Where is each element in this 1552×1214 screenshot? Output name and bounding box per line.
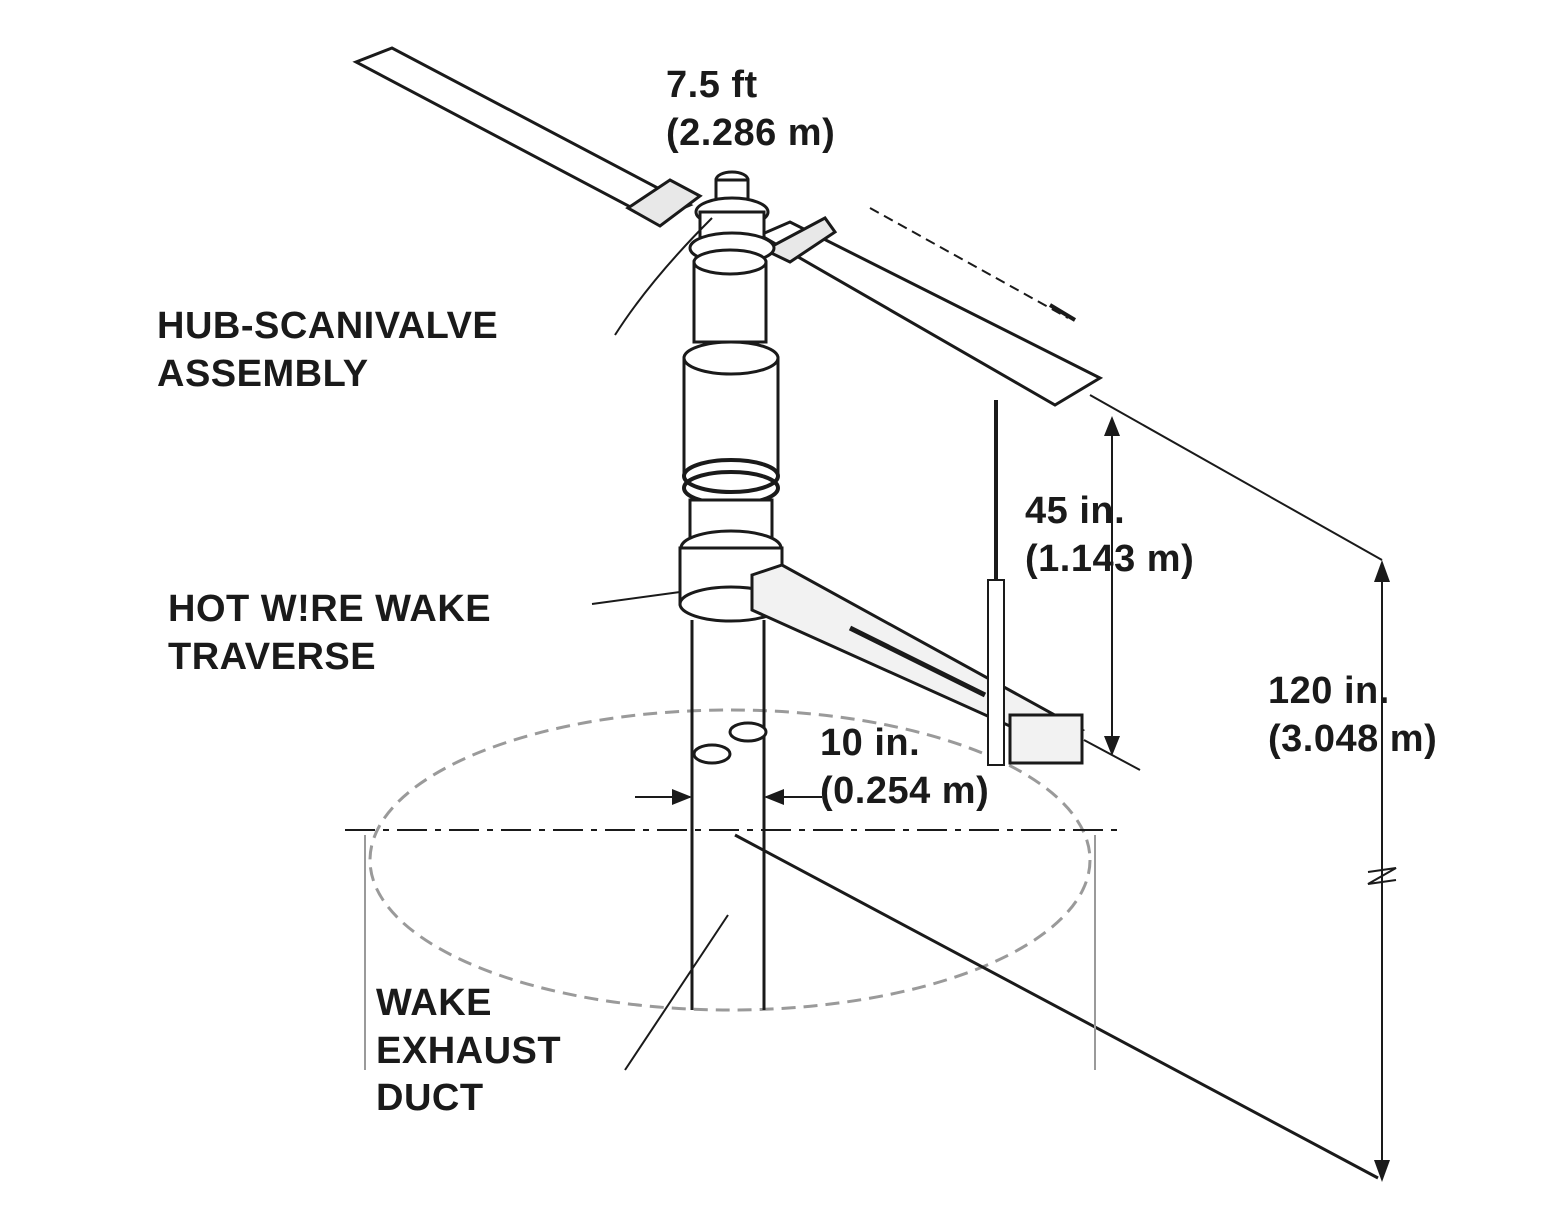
duct-diameter-imperial: 10 in. [820,722,921,764]
traverse-label-line2: TRAVERSE [168,635,377,678]
duct-label-line3: DUCT [376,1077,484,1119]
duct-diameter-label: 10 in. (0.254 m) [820,720,989,815]
hub-dim-arrow-top [1374,560,1390,582]
duct-label-line1: WAKE [376,982,492,1024]
hub-scanivalve-label: HUB-SCANIVALVE ASSEMBLY [157,303,498,398]
duct-dim-arrow-left [672,789,692,805]
rotor-diameter-imperial: 7.5 ft [666,64,758,106]
duct-hole-2 [692,743,732,765]
traverse-slot [848,625,987,698]
duct-hole-1 [728,721,768,743]
hub-height-label: 120 in. (3.048 m) [1268,668,1437,763]
column-ring-c [682,458,780,494]
hub-height-metric: (3.048 m) [1268,717,1438,760]
hot-wire-traverse-label: HOT W!RE WAKE TRAVERSE [168,586,491,681]
hub-label-line2: ASSEMBLY [157,352,369,395]
hub-dim-arrow-bottom [1374,1160,1390,1182]
duct-diameter-metric: (0.254 m) [820,769,990,812]
hub-dim-break [1367,867,1397,885]
probe-height-imperial: 45 in. [1025,490,1126,532]
blade-cuff-left [625,178,703,228]
rotor-blade-front [756,220,1104,407]
ground-ellipse [368,708,1092,1012]
traverse-label-line1: HOT W!RE WAKE [168,588,492,630]
hub-height-imperial: 120 in. [1268,670,1390,712]
duct-label-line2: EXHAUST [376,1029,562,1072]
probe-height-label: 45 in. (1.143 m) [1025,488,1194,583]
duct-leader-line [624,914,729,1071]
rotor-dimension-tick [1048,303,1077,322]
ground-diagonal [734,833,1379,1180]
duct-dim-arrow-right [764,789,784,805]
column-middle [682,356,780,478]
rotor-diameter-label: 7.5 ft (2.286 m) [666,62,835,157]
hub-leader-line [614,217,713,336]
traverse-leader-line [591,591,681,605]
probe-dim-arrow-top [1104,416,1120,436]
rotor-diameter-metric: (2.286 m) [666,111,836,154]
rotor-blade-back [352,46,694,222]
probe-holder [987,579,1005,766]
hub-label-line1: HUB-SCANIVALVE [157,305,499,347]
probe-dim-arrow-bottom [1104,736,1120,756]
probe-ext-bottom [1083,739,1141,771]
probe-height-metric: (1.143 m) [1025,537,1195,580]
rotor-dimension-line [869,207,1069,319]
probe-ext-top [1089,394,1383,561]
wake-exhaust-duct-label: WAKE EXHAUST DUCT [376,980,561,1123]
column-ring-a [692,248,768,276]
traverse-carriage [1008,713,1084,765]
column-ring-b [682,340,780,376]
blade-cuff-right [761,216,838,264]
